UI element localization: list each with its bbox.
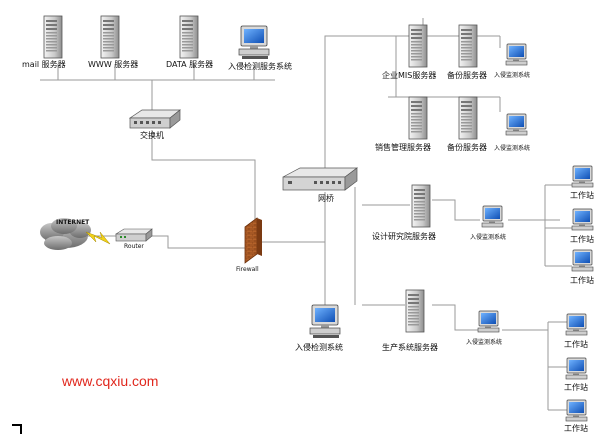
backup-server-2-label: 备份服务器 <box>447 143 487 152</box>
internet-cloud-icon <box>40 218 91 250</box>
router-label: Router <box>124 243 144 250</box>
bridge-icon <box>282 167 359 191</box>
corner-mark <box>12 424 22 434</box>
workstation-3-label: 工作站 <box>570 276 594 285</box>
ids-service-pc-icon <box>238 25 270 60</box>
ids-bottom-label: 入侵检测系统 <box>295 343 343 352</box>
ids-monitor-1-label: 入侵监测系统 <box>494 72 531 79</box>
ids-service-label: 入侵检测服务系统 <box>228 62 292 71</box>
workstation-1-icon <box>571 165 594 188</box>
mail-server-icon <box>43 15 63 59</box>
workstation-1-label: 工作站 <box>570 191 594 200</box>
ids-bottom-pc-icon <box>309 304 341 339</box>
switch-label: 交换机 <box>140 131 164 140</box>
bridge-label: 网桥 <box>318 194 334 203</box>
design-server-icon <box>411 184 431 228</box>
router-icon <box>114 228 153 242</box>
design-server-label: 设计研究院服务器 <box>372 232 436 241</box>
production-server-label: 生产系统服务器 <box>382 343 438 352</box>
workstation-3-icon <box>571 249 594 272</box>
connection-lines <box>40 18 572 411</box>
ids-monitor-2-icon <box>505 113 528 136</box>
mis-server-label: 企业MIS服务器 <box>382 71 437 80</box>
workstation-6-icon <box>565 399 588 422</box>
data-server-label: DATA 服务器 <box>166 60 214 69</box>
sales-server-label: 销售管理服务器 <box>375 143 431 152</box>
ids-monitor-1-icon <box>505 43 528 66</box>
ids-monitor-4-icon <box>477 310 500 333</box>
workstation-4-label: 工作站 <box>564 340 588 349</box>
ids-monitor-3-label: 入侵监测系统 <box>470 234 507 241</box>
backup-server-2-icon <box>458 96 478 140</box>
workstation-4-icon <box>565 313 588 336</box>
mail-server-label: mail 服务器 <box>22 60 66 69</box>
sales-server-icon <box>408 96 428 140</box>
workstation-5-icon <box>565 357 588 380</box>
internet-label: INTERNET <box>56 219 90 226</box>
www-server-icon <box>100 15 120 59</box>
lightning-icon <box>85 231 111 245</box>
production-server-icon <box>405 289 425 333</box>
switch-icon <box>128 109 181 129</box>
workstation-6-label: 工作站 <box>564 424 588 433</box>
ids-monitor-4-label: 入侵监测系统 <box>466 339 503 346</box>
backup-server-1-label: 备份服务器 <box>447 71 487 80</box>
ids-monitor-3-icon <box>481 205 504 228</box>
www-server-label: WWW 服务器 <box>88 60 139 69</box>
firewall-icon <box>244 217 262 264</box>
backup-server-1-icon <box>458 24 478 68</box>
firewall-label: Firewall <box>236 266 259 273</box>
data-server-icon <box>179 15 199 59</box>
ids-monitor-2-label: 入侵监测系统 <box>494 145 531 152</box>
watermark-text: www.cqxiu.com <box>62 373 159 389</box>
workstation-2-icon <box>571 208 594 231</box>
workstation-2-label: 工作站 <box>570 235 594 244</box>
mis-server-icon <box>408 24 428 68</box>
workstation-5-label: 工作站 <box>564 383 588 392</box>
